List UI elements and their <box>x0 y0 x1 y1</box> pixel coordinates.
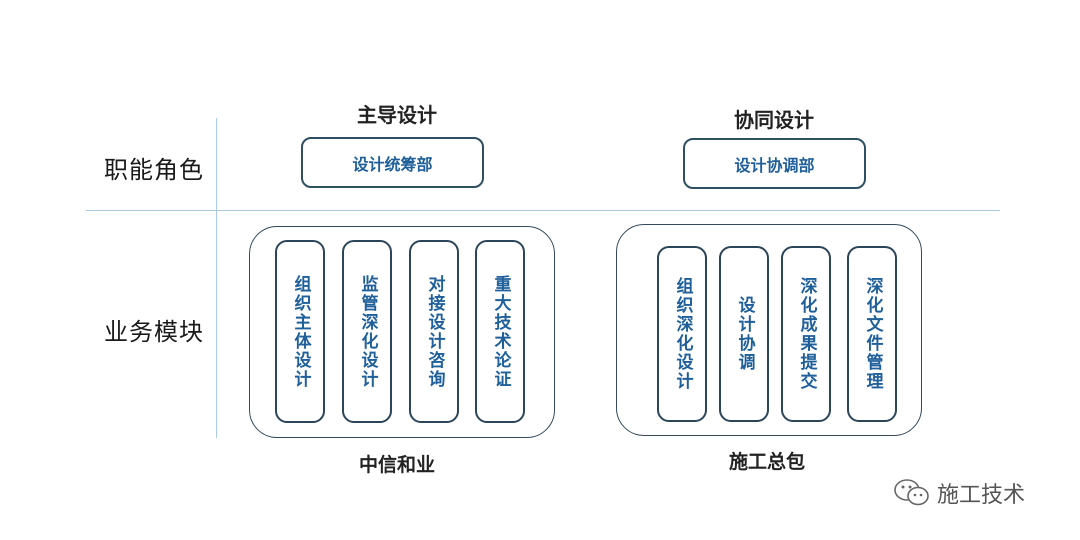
watermark-text: 施工技术 <box>937 483 1026 508</box>
module-label: 深化文件管理 <box>862 277 883 391</box>
vertical-divider <box>216 118 217 438</box>
module-label: 对接设计咨询 <box>424 274 445 389</box>
module-card: 深化文件管理 <box>847 246 897 422</box>
module-card: 设计协调 <box>719 246 769 422</box>
row-label-module: 业务模块 <box>104 318 204 346</box>
column-title-collab-design: 协同设计 <box>734 108 814 132</box>
module-label: 组织主体设计 <box>290 274 311 389</box>
role-label-design-coordination: 设计协调部 <box>734 155 815 175</box>
module-card: 对接设计咨询 <box>409 240 459 423</box>
module-card: 组织深化设计 <box>657 246 707 422</box>
module-label: 组织深化设计 <box>672 277 693 391</box>
module-card: 重大技术论证 <box>475 240 525 423</box>
module-label: 监管深化设计 <box>357 274 378 389</box>
horizontal-divider <box>86 210 1000 211</box>
role-label-design-planning: 设计统筹部 <box>352 154 433 174</box>
module-card: 深化成果提交 <box>781 246 831 422</box>
row-label-role: 职能角色 <box>104 156 204 184</box>
group-label-general-contractor: 施工总包 <box>728 451 805 473</box>
role-box-design-planning: 设计统筹部 <box>301 137 484 188</box>
column-title-lead-design: 主导设计 <box>357 103 437 127</box>
wechat-icon <box>893 477 931 509</box>
module-card: 监管深化设计 <box>342 240 392 423</box>
module-label: 深化成果提交 <box>796 277 817 391</box>
module-label: 设计协调 <box>734 296 755 372</box>
module-label: 重大技术论证 <box>490 274 511 389</box>
watermark: 施工技术 <box>893 477 1025 509</box>
role-box-design-coordination: 设计协调部 <box>683 138 866 189</box>
module-card: 组织主体设计 <box>275 240 325 423</box>
group-label-citic: 中信和业 <box>358 454 435 476</box>
